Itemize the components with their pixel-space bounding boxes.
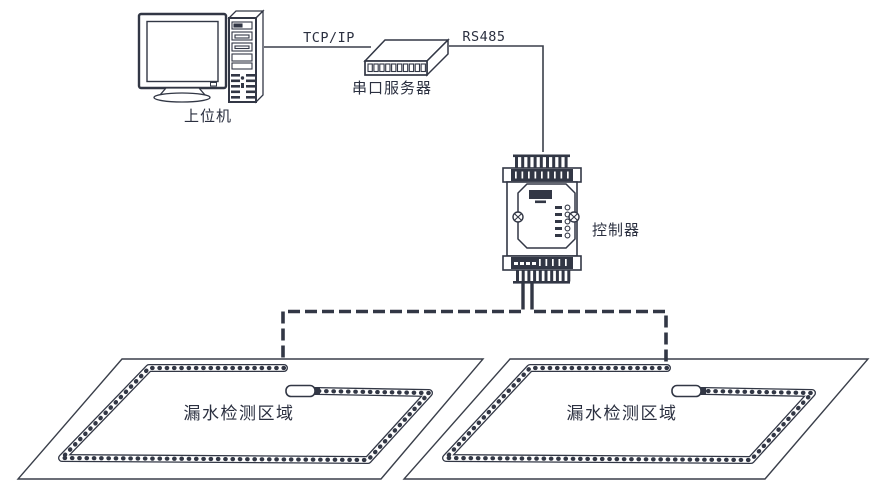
controller-icon [502,154,582,284]
terminator-cap [285,384,316,398]
tower-vents [231,74,255,99]
serial-server-icon [363,38,450,77]
controller-logo [529,190,552,199]
area-right-label: 漏水检测区域 [567,404,678,423]
controller-logo-sub [535,200,546,204]
serial-server-ports [367,63,426,73]
controller-label: 控制器 [592,222,640,239]
monitor-screen [146,20,219,83]
rs485-link-label: RS485 [462,29,505,45]
controller-top-pins [513,154,570,168]
cable-terminator-right [671,384,706,398]
terminator-cap [671,384,702,398]
sensing-cable-left [58,364,433,464]
controller-wires [521,283,534,310]
controller-screws [512,211,580,223]
area-left-label: 漏水检测区域 [184,404,295,423]
controller-faceplate [517,183,576,249]
bus-dashed-left [281,309,521,362]
controller-top-terminal [511,169,573,181]
host-computer-label: 上位机 [184,108,232,125]
bus-dashed-right [534,309,668,362]
rs485-link-line [449,45,544,152]
terminator-connector [700,387,706,395]
host-computer-icon [137,9,265,104]
tcpip-link-label: TCP/IP [303,30,355,46]
controller-to-areas-bus [281,283,668,362]
monitor-base [153,92,211,103]
sensing-cable-right [442,364,816,464]
cable-terminator-left [285,384,320,398]
terminator-connector [314,387,320,395]
monitor-power-button [210,82,217,87]
tower-side [255,9,264,104]
controller-bottom-terminal [511,257,573,269]
serial-server-label: 串口服务器 [352,80,432,97]
tower-drive-bays [231,21,253,70]
controller-bottom-pins [513,270,571,284]
